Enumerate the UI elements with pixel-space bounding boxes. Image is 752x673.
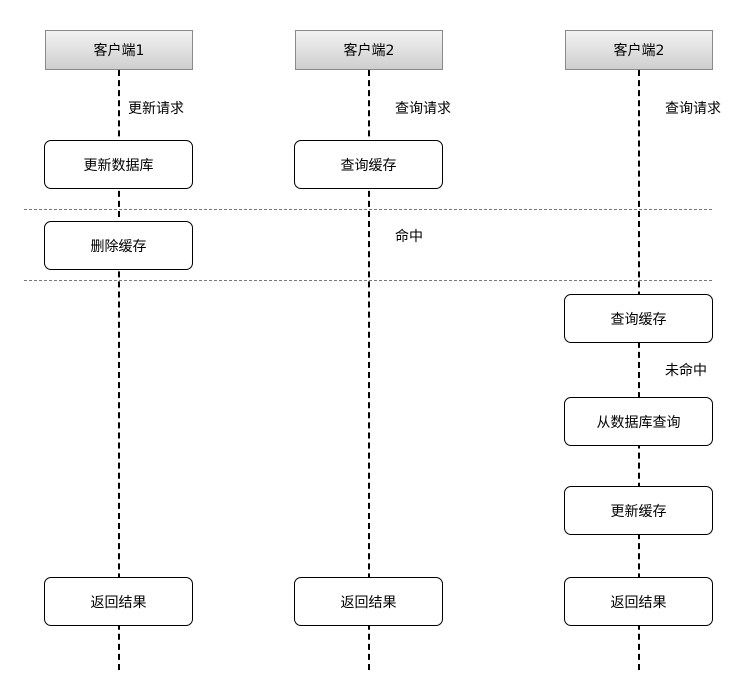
client3-query-cache-box: 查询缓存 [564,294,713,343]
step-label: 查询缓存 [610,311,667,328]
lifeline-client3 [638,70,640,670]
lifeline-client1 [118,70,120,670]
participant-client1: 客户端1 [45,30,193,70]
client3-miss-label: 未命中 [665,362,707,380]
step-label: 从数据库查询 [596,414,681,431]
lifeline-client2 [368,70,370,670]
client2-hit-label: 命中 [395,228,423,246]
phase-separator-2 [24,280,712,281]
client1-return-box: 返回结果 [44,577,193,626]
phase-separator-1 [24,209,712,210]
step-label: 返回结果 [610,594,667,611]
client2-request-label: 查询请求 [395,100,451,118]
participant-client2: 客户端2 [295,30,443,70]
client2-query-cache-box: 查询缓存 [294,140,443,189]
step-label: 更新数据库 [83,157,154,174]
client3-update-cache-box: 更新缓存 [564,486,713,535]
client1-delete-cache-box: 删除缓存 [44,221,193,270]
participant-label: 客户端2 [613,43,665,59]
step-label: 返回结果 [90,594,147,611]
step-label: 删除缓存 [90,238,147,255]
participant-label: 客户端1 [93,43,145,59]
client3-request-label: 查询请求 [665,100,721,118]
step-label: 返回结果 [340,594,397,611]
client1-update-db-box: 更新数据库 [44,140,193,189]
client3-query-db-box: 从数据库查询 [564,397,713,446]
participant-client3: 客户端2 [565,30,713,70]
step-label: 查询缓存 [340,157,397,174]
participant-label: 客户端2 [343,43,395,59]
step-label: 更新缓存 [610,503,667,520]
client1-request-label: 更新请求 [128,100,184,118]
client2-return-box: 返回结果 [294,577,443,626]
client3-return-box: 返回结果 [564,577,713,626]
